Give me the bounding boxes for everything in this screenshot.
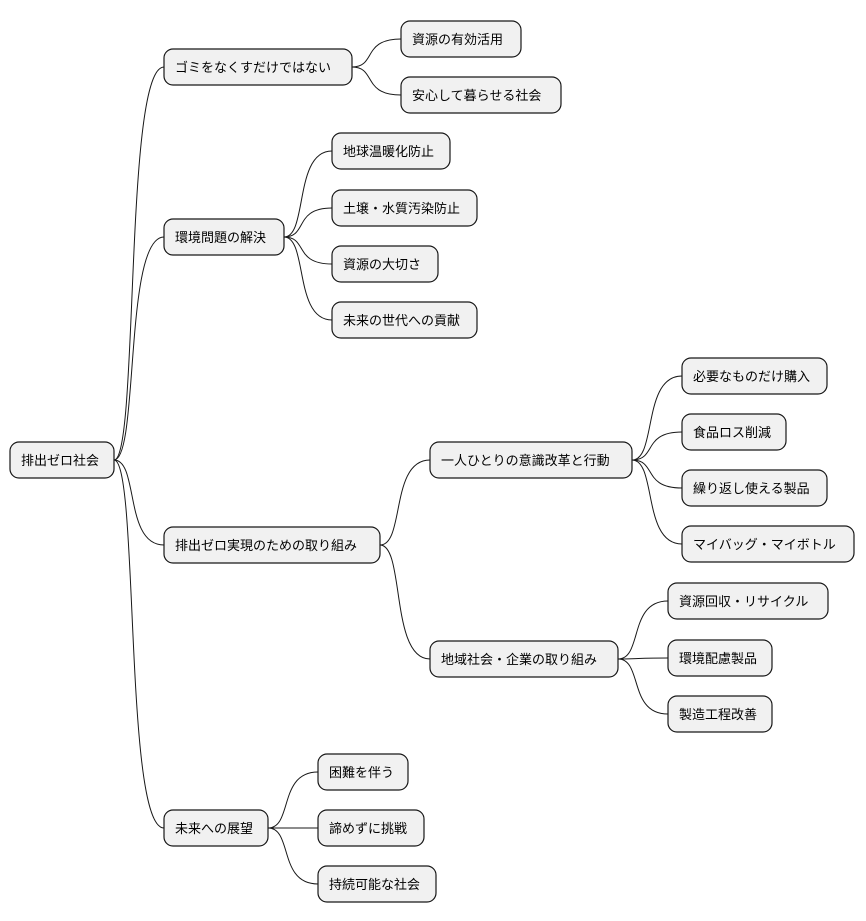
node-box (681, 357, 828, 395)
mindmap-node-n3a3: 繰り返し使える製品 (681, 469, 828, 507)
edge-n2-n2c (283, 236, 333, 265)
mindmap-node-n4b: 諦めずに挑戦 (317, 809, 425, 847)
mindmap-node-n3b3: 製造工程改善 (667, 695, 773, 733)
edge-n0-n3 (113, 459, 165, 546)
node-label: 諦めずに挑戦 (329, 821, 407, 837)
node-box (429, 640, 619, 678)
edge-n3b-n3b3 (617, 658, 669, 715)
mindmap-node-n4: 未来への展望 (163, 809, 269, 847)
node-box (331, 189, 478, 227)
node-box (667, 695, 773, 733)
node-label: 地域社会・企業の取り組み (441, 652, 597, 668)
mindmap-node-n2a: 地球温暖化防止 (331, 132, 451, 170)
node-label: 環境問題の解決 (175, 231, 266, 246)
mindmap-node-n3b2: 環境配慮製品 (667, 639, 773, 677)
node-label: 資源回収・リサイクル (679, 595, 808, 610)
node-label: 一人ひとりの意識改革と行動 (441, 453, 610, 469)
edge-n0-n1 (113, 66, 165, 461)
node-box (331, 301, 478, 339)
edge-n3a-n3a4 (631, 459, 683, 545)
edge-n1-n1b (351, 66, 402, 96)
edge-n0-n2 (113, 236, 165, 461)
node-label: 困難を伴う (329, 766, 394, 781)
edge-n3b-n3b2 (617, 657, 669, 660)
edge-n2-n2d (283, 236, 333, 321)
node-box (163, 526, 381, 564)
mindmap-node-n1a: 資源の有効活用 (400, 20, 522, 58)
node-label: 繰り返し使える製品 (693, 481, 810, 497)
node-box (429, 441, 633, 479)
mindmap-node-n1b: 安心して暮らせる社会 (400, 76, 562, 114)
node-box (681, 469, 828, 507)
mindmap-nodes: 排出ゼロ社会 ゴミをなくすだけではない 資源の有効活用安心して暮らせる社会環境問題の… (9, 20, 855, 903)
mindmap-node-n4a: 困難を伴う (317, 753, 409, 791)
mindmap-node-n3b: 地域社会・企業の取り組み (429, 640, 619, 678)
node-box (400, 76, 562, 114)
node-label: 持続可能な社会 (329, 877, 420, 893)
node-label: 排出ゼロ社会 (21, 453, 99, 469)
mindmap-node-n3a1: 必要なものだけ購入 (681, 357, 828, 395)
node-label: 環境配慮製品 (679, 652, 757, 667)
edge-n3a-n3a3 (631, 459, 683, 489)
edge-n2-n2b (283, 207, 333, 238)
edge-n3b-n3b1 (617, 600, 669, 660)
mindmap-node-n3a2: 食品ロス削減 (681, 413, 787, 451)
mindmap-node-n4c: 持続可能な社会 (317, 865, 437, 903)
node-box (681, 525, 855, 563)
mindmap-node-n2c: 資源の大切さ (331, 245, 439, 283)
node-label: 製造工程改善 (679, 707, 757, 723)
node-box (163, 48, 353, 86)
edge-n1-n1a (351, 38, 402, 68)
node-label: ゴミをなくすだけではない (175, 60, 331, 76)
node-box (681, 413, 787, 451)
node-label: 土壌・水質汚染防止 (343, 201, 460, 217)
node-box (163, 809, 269, 847)
node-label: 未来への展望 (175, 821, 253, 837)
node-box (317, 809, 425, 847)
node-label: 食品ロス削減 (693, 425, 771, 441)
node-box (317, 865, 437, 903)
node-box (667, 639, 773, 677)
mindmap-node-n0: 排出ゼロ社会 (9, 441, 115, 479)
edge-n4-n4c (267, 827, 319, 885)
mindmap-node-n3: 排出ゼロ実現のための取り組み (163, 526, 381, 564)
node-label: 未来の世代への貢献 (343, 314, 460, 329)
node-box (400, 20, 522, 58)
edge-n3-n3a (379, 459, 431, 546)
node-box (331, 245, 439, 283)
node-label: 排出ゼロ実現のための取り組み (175, 538, 357, 554)
node-label: 地球温暖化防止 (343, 144, 434, 160)
node-label: マイバッグ・マイボトル (693, 538, 836, 553)
node-box (317, 753, 409, 791)
node-label: 必要なものだけ購入 (693, 370, 810, 385)
node-box (9, 441, 115, 479)
mindmap-node-n1: ゴミをなくすだけではない (163, 48, 353, 86)
edge-n0-n4 (113, 459, 165, 829)
mindmap-node-n3a4: マイバッグ・マイボトル (681, 525, 855, 563)
node-box (667, 582, 829, 620)
node-label: 資源の大切さ (343, 258, 421, 273)
node-label: 資源の有効活用 (412, 33, 503, 48)
node-box (163, 218, 285, 256)
mindmap-node-n2d: 未来の世代への貢献 (331, 301, 478, 339)
node-label: 安心して暮らせる社会 (412, 88, 541, 104)
edge-n3-n3b (379, 544, 431, 660)
edge-n3a-n3a1 (631, 375, 683, 461)
edge-n3a-n3a2 (631, 431, 683, 461)
mindmap-node-n2: 環境問題の解決 (163, 218, 285, 256)
mindmap-node-n3a: 一人ひとりの意識改革と行動 (429, 441, 633, 479)
node-box (331, 132, 451, 170)
mindmap-node-n2b: 土壌・水質汚染防止 (331, 189, 478, 227)
mindmap-node-n3b1: 資源回収・リサイクル (667, 582, 829, 620)
edge-n2-n2a (283, 150, 333, 238)
edge-n4-n4a (267, 771, 319, 829)
mindmap-edges (113, 38, 683, 885)
